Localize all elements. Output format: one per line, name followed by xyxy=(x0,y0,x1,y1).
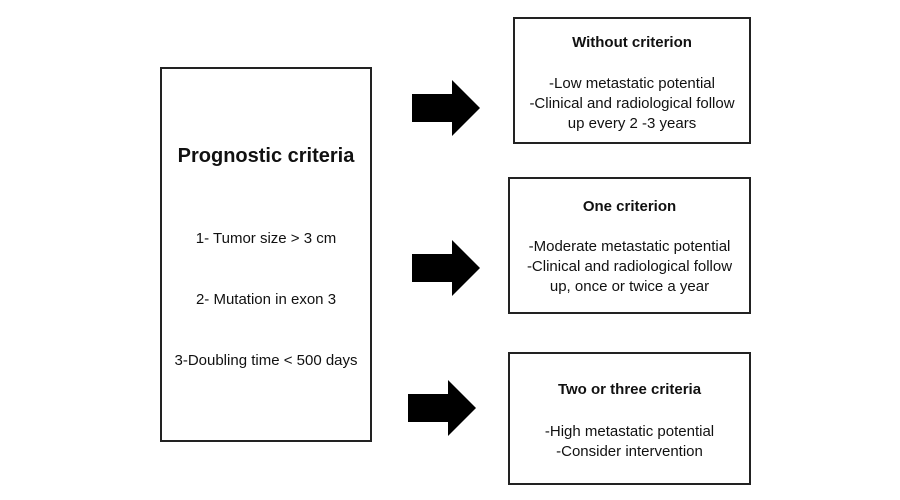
outcome-line: up, once or twice a year xyxy=(549,278,710,295)
prognostic-criteria-box: Prognostic criteria 1- Tumor size > 3 cm… xyxy=(160,67,372,442)
outcome-line: -Moderate metastatic potential xyxy=(528,238,731,255)
outcome-description: -Moderate metastatic potential -Clinical… xyxy=(514,237,745,297)
criterion-doubling-time: 3-Doubling time < 500 days xyxy=(174,352,358,369)
outcome-title: One criterion xyxy=(582,198,677,215)
outcome-title: Two or three criteria xyxy=(557,381,702,398)
outcome-line: -Clinical and radiological follow xyxy=(526,258,733,275)
outcome-line: up every 2 -3 years xyxy=(567,115,697,132)
outcome-line: -Consider intervention xyxy=(556,443,703,460)
outcome-line: -High metastatic potential xyxy=(544,423,715,440)
outcome-box-one-criterion: One criterion -Moderate metastatic poten… xyxy=(508,177,751,314)
criterion-mutation: 2- Mutation in exon 3 xyxy=(195,291,337,308)
right-arrow-icon xyxy=(412,80,480,136)
outcome-line: -Low metastatic potential xyxy=(549,75,715,92)
outcome-description: -Low metastatic potential -Clinical and … xyxy=(519,74,745,134)
outcome-box-without-criterion: Without criterion -Low metastatic potent… xyxy=(513,17,751,144)
right-arrow-icon xyxy=(408,380,476,436)
criterion-tumor-size: 1- Tumor size > 3 cm xyxy=(195,230,337,247)
outcome-line: -Clinical and radiological follow xyxy=(529,95,735,112)
prognostic-criteria-title: Prognostic criteria xyxy=(177,145,355,167)
outcome-box-two-or-three-criteria: Two or three criteria -High metastatic p… xyxy=(508,352,751,485)
outcome-description: -High metastatic potential -Consider int… xyxy=(514,422,745,462)
outcome-title: Without criterion xyxy=(572,34,692,51)
right-arrow-icon xyxy=(412,240,480,296)
